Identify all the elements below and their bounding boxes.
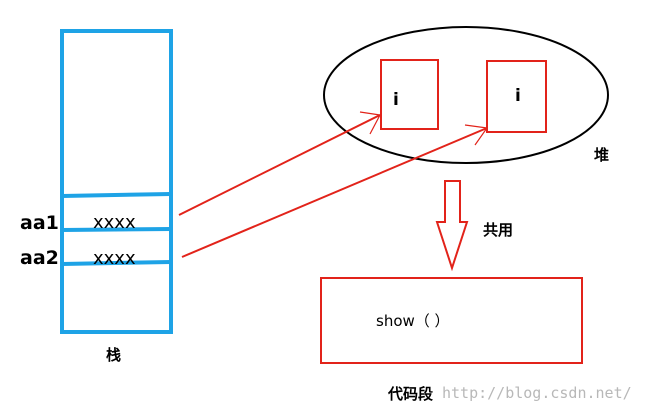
heap-object-1-field: i	[393, 90, 399, 110]
heap-region: i i 堆	[323, 26, 609, 164]
heap-object-2-field: i	[515, 86, 521, 106]
shared-down-arrow	[435, 180, 469, 272]
stack-label: 栈	[106, 346, 121, 364]
stack-var-aa2: aa2	[20, 247, 59, 269]
shared-arrow-group: 共用	[435, 180, 513, 272]
reference-arrow-aa2	[181, 127, 488, 258]
reference-arrow-aa2-head	[464, 124, 489, 146]
stack-var-aa1: aa1	[20, 212, 59, 234]
reference-arrow-aa1-head	[359, 111, 381, 135]
heap-label: 堆	[594, 146, 609, 164]
stack-value-aa1: xxxx	[93, 212, 136, 233]
shared-label: 共用	[483, 221, 513, 239]
stack-divider-2	[61, 227, 172, 232]
code-method-label: show（ ）	[376, 312, 450, 330]
stack-region: aa1 xxxx aa2 xxxx 栈	[20, 29, 173, 364]
reference-arrows	[178, 111, 489, 258]
code-segment-box	[320, 277, 583, 364]
heap-ellipse	[323, 26, 609, 164]
stack-divider-1	[61, 192, 172, 198]
code-segment-label: 代码段	[387, 385, 433, 403]
heap-object-1	[380, 59, 439, 130]
watermark-url: http://blog.csdn.net/	[442, 384, 632, 402]
stack-divider-3	[61, 260, 172, 266]
stack-box	[60, 29, 173, 334]
heap-object-2	[486, 60, 547, 133]
stack-value-aa2: xxxx	[93, 248, 136, 269]
reference-arrow-aa1	[178, 114, 381, 216]
code-segment-region: show（ ） 代码段	[320, 277, 583, 403]
